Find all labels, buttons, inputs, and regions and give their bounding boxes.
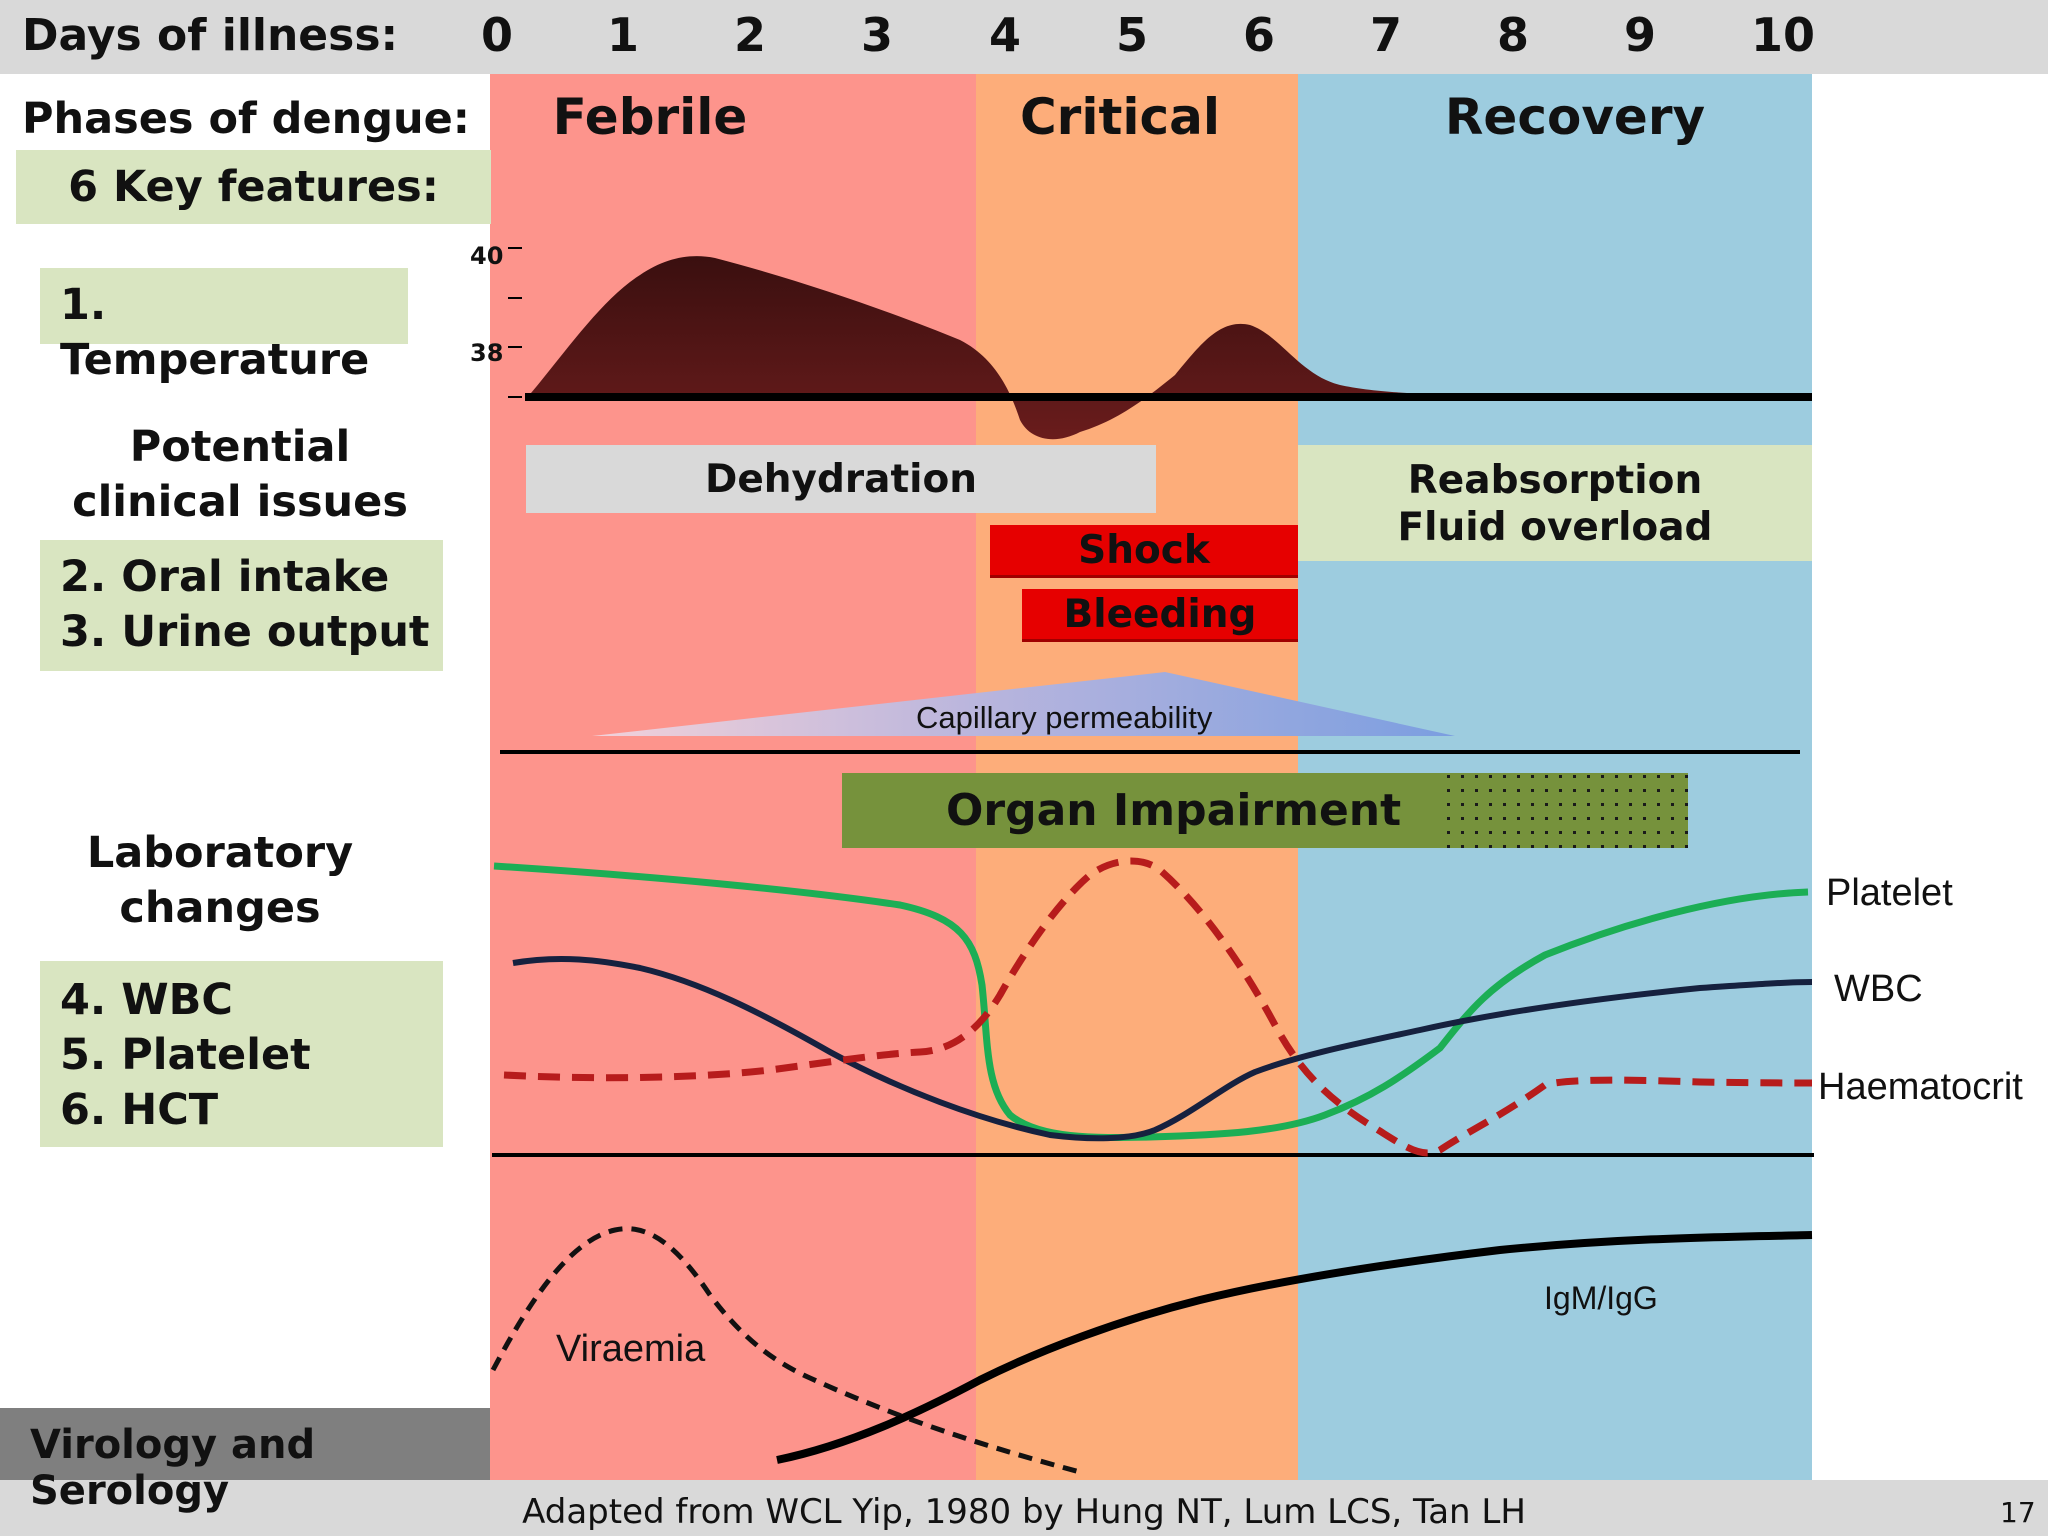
capillary-permeability-label: Capillary permeability xyxy=(916,700,1213,735)
source-credit: Adapted from WCL Yip, 1980 by Hung NT, L… xyxy=(522,1492,1526,1532)
days-header-bar xyxy=(0,0,2048,74)
shock-bar: Shock xyxy=(990,525,1298,578)
virology-serology-label: Virology and Serology xyxy=(30,1422,316,1514)
oral-intake-label: 2. Oral intake xyxy=(60,552,390,602)
lab-heading-line: changes xyxy=(119,883,321,933)
day-tick-label: 2 xyxy=(733,8,766,62)
organ-impairment-label: Organ Impairment xyxy=(946,785,1402,836)
wbc-feature-label: 4. WBC xyxy=(60,975,233,1025)
temperature-curve xyxy=(525,256,1812,440)
clinical-heading-line: clinical issues xyxy=(72,477,408,527)
platelet-curve-label: Platelet xyxy=(1826,872,1953,914)
reabsorption-fluid-overload-box: Reabsorption Fluid overload xyxy=(1298,445,1812,561)
day-tick-label: 3 xyxy=(860,8,893,62)
day-tick-label: 0 xyxy=(480,8,513,62)
virology-serology-box: Virology and Serology xyxy=(0,1408,490,1514)
days-of-illness-label: Days of illness: xyxy=(22,10,399,61)
dehydration-label: Dehydration xyxy=(704,456,978,502)
clinical-issues-heading: Potential clinical issues xyxy=(40,420,440,530)
organ-impairment-dotted-fade xyxy=(1440,773,1688,848)
day-tick-label: 4 xyxy=(988,8,1021,62)
day-tick-label: 5 xyxy=(1115,8,1148,62)
day-tick-label: 6 xyxy=(1242,8,1275,62)
day-tick-label: 9 xyxy=(1623,8,1656,62)
urine-output-label: 3. Urine output xyxy=(60,607,430,657)
igm-igg-curve xyxy=(776,1231,1813,1464)
lab-heading-line: Laboratory xyxy=(86,828,354,878)
reabsorption-label: Reabsorption xyxy=(1407,458,1703,503)
temperature-label: 1. Temperature xyxy=(60,280,370,385)
phase-label-recovery: Recovery xyxy=(1444,88,1706,146)
day-tick-label: 10 xyxy=(1750,8,1815,62)
laboratory-changes-heading: Laboratory changes xyxy=(20,826,420,936)
hct-feature-label: 6. HCT xyxy=(60,1085,219,1135)
bleeding-label: Bleeding xyxy=(1063,591,1257,637)
haematocrit-curve xyxy=(503,857,1813,1157)
temp-label-40: 40 xyxy=(470,242,504,270)
lab-features-box: 4. WBC 5. Platelet 6. HCT xyxy=(40,961,443,1147)
temperature-box: 1. Temperature xyxy=(40,268,408,385)
footer-bar xyxy=(0,1480,2048,1536)
viraemia-label: Viraemia xyxy=(556,1328,706,1370)
dehydration-bar: Dehydration xyxy=(526,445,1156,513)
platelet-curve xyxy=(493,862,1809,1142)
clinical-features-box: 2. Oral intake 3. Urine output xyxy=(40,540,443,671)
phase-label-critical: Critical xyxy=(1019,88,1221,146)
igm-igg-label: IgM/IgG xyxy=(1544,1280,1658,1316)
platelet-feature-label: 5. Platelet xyxy=(60,1030,311,1080)
day-tick-label: 8 xyxy=(1496,8,1529,62)
phases-of-dengue-label: Phases of dengue: xyxy=(22,94,470,144)
phase-label-febrile: Febrile xyxy=(552,88,748,146)
wbc-curve xyxy=(512,955,1813,1142)
page-number: 17 xyxy=(2000,1496,2036,1529)
shock-label: Shock xyxy=(1078,527,1210,573)
day-tick-label: 1 xyxy=(606,8,639,62)
capillary-permeability-triangle xyxy=(592,672,1455,736)
fluid-overload-label: Fluid overload xyxy=(1397,505,1713,550)
wbc-curve-label: WBC xyxy=(1834,968,1923,1010)
key-features-box: 6 Key features: xyxy=(16,150,491,224)
clinical-heading-line: Potential xyxy=(129,422,351,472)
bleeding-bar: Bleeding xyxy=(1022,589,1298,642)
temp-label-38: 38 xyxy=(470,339,504,367)
haematocrit-curve-label: Haematocrit xyxy=(1818,1066,2023,1108)
day-tick-label: 7 xyxy=(1369,8,1402,62)
